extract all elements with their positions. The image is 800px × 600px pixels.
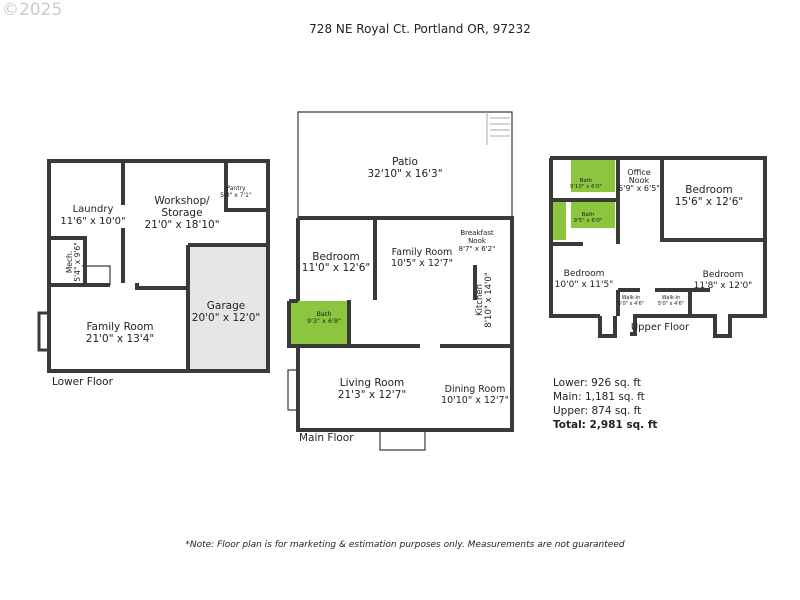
page-title: 728 NE Royal Ct. Portland OR, 97232 bbox=[309, 22, 531, 36]
room-dim: 9'3" x 6'8" bbox=[307, 317, 341, 325]
room-name: Family Room bbox=[392, 247, 453, 258]
floor-label: Lower Floor bbox=[52, 376, 114, 388]
room-dim: 10'10" x 12'7" bbox=[441, 395, 509, 406]
sqft-lower: Lower: 926 sq. ft bbox=[553, 377, 641, 389]
floor-label: Upper Floor bbox=[631, 322, 690, 333]
room-name: Dining Room bbox=[445, 384, 506, 395]
room-dim: 9'5" x 6'0" bbox=[574, 218, 603, 224]
room-name: Mech. bbox=[65, 251, 74, 273]
room-dim: 5'0" x 4'6" bbox=[618, 301, 644, 307]
room-name: Storage bbox=[161, 207, 202, 219]
garage-fill bbox=[188, 245, 268, 371]
lower-floor-plan: Laundry 11'6" x 10'0" Workshop/ Storage … bbox=[37, 159, 270, 388]
room-name: Bath bbox=[316, 310, 331, 318]
room-name: Bedroom bbox=[312, 251, 360, 263]
room-dim: 11'0" x 12'6" bbox=[302, 262, 370, 274]
room-dim: 15'6" x 12'6" bbox=[675, 196, 743, 208]
room-name: Workshop/ bbox=[154, 195, 210, 207]
room-dim: 21'3" x 12'7" bbox=[338, 389, 406, 401]
room-name: Walk-In bbox=[622, 295, 640, 301]
room-name: Walk-In bbox=[662, 295, 680, 301]
sqft-main: Main: 1,181 sq. ft bbox=[553, 391, 645, 403]
floor-label: Main Floor bbox=[299, 432, 354, 444]
room-name: Family Room bbox=[86, 321, 153, 333]
main-floor-plan: Patio 32'10" x 16'3" Bedroom 11'0" x 12'… bbox=[287, 111, 514, 451]
room-name: Nook bbox=[468, 237, 487, 245]
room-dim: 11'6" x 10'0" bbox=[60, 216, 125, 227]
square-footage: Lower: 926 sq. ft Main: 1,181 sq. ft Upp… bbox=[553, 376, 657, 432]
room-dim: 5'4" x 9'6" bbox=[73, 242, 82, 281]
room-dim: 9'10" x 6'0" bbox=[570, 184, 602, 190]
room-dim: 20'0" x 12'0" bbox=[192, 312, 260, 324]
room-name: Breakfast bbox=[460, 229, 494, 237]
bath-fill bbox=[553, 202, 566, 240]
upper-floor-plan: Bath 9'10" x 6'0" Bath 9'5" x 6'0" Offic… bbox=[549, 156, 767, 338]
sqft-total: Total: 2,981 sq. ft bbox=[553, 419, 658, 431]
room-name: Kitchen bbox=[475, 284, 485, 316]
room-dim: 6'9" x 6'5" bbox=[618, 184, 660, 193]
room-dim: 10'0" x 11'5" bbox=[555, 280, 614, 290]
room-name: Pantry bbox=[226, 185, 246, 192]
sqft-upper: Upper: 874 sq. ft bbox=[553, 405, 642, 417]
room-name: Garage bbox=[207, 300, 245, 312]
room-dim: 10'5" x 12'7" bbox=[391, 258, 453, 269]
room-dim: 5'0" x 4'6" bbox=[658, 301, 684, 307]
patio-outline bbox=[297, 111, 513, 218]
room-dim: 11'8" x 12'0" bbox=[694, 281, 753, 291]
room-dim: 32'10" x 16'3" bbox=[367, 168, 442, 180]
room-dim: 8'7" x 6'2" bbox=[459, 245, 496, 253]
bath-fill bbox=[571, 160, 615, 192]
bath-fill bbox=[571, 202, 615, 228]
disclaimer-note: *Note: Floor plan is for marketing & est… bbox=[185, 540, 625, 550]
room-dim: 8'10" x 14'0" bbox=[484, 272, 494, 327]
room-name: Bath bbox=[580, 178, 593, 184]
room-name: Patio bbox=[392, 156, 418, 168]
room-name: Laundry bbox=[73, 204, 114, 215]
room-dim: 21'0" x 13'4" bbox=[86, 333, 154, 345]
bath-fill bbox=[289, 301, 349, 346]
room-name: Living Room bbox=[340, 377, 404, 389]
room-name: Office bbox=[627, 168, 650, 177]
room-name: Bedroom bbox=[703, 270, 744, 280]
room-name: Bedroom bbox=[564, 269, 605, 279]
room-dim: 21'0" x 18'10" bbox=[144, 219, 219, 231]
room-name: Bath bbox=[582, 212, 595, 218]
room-name: Bedroom bbox=[685, 184, 733, 196]
room-name: Nook bbox=[629, 176, 650, 185]
watermark: ©2025 bbox=[2, 0, 63, 20]
room-dim: 5'0" x 7'1" bbox=[220, 192, 252, 199]
